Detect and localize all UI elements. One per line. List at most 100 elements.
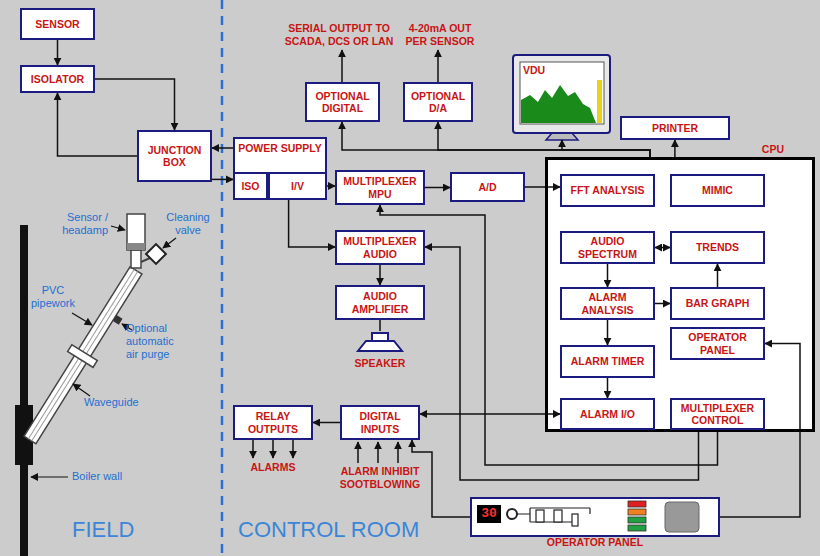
node-text: ISO [241,180,259,192]
node-text: OPTIONAL DIGITAL [310,90,375,114]
node-text: BAR GRAPH [686,297,750,309]
monitor [513,55,610,133]
operator-panel-face [470,497,720,537]
node-text: POWER SUPPLY [235,142,325,154]
node-text: MULTIPLEXER AUDIO [340,235,420,259]
connector [379,320,381,331]
air-purge [113,315,123,325]
node-text: A/D [478,181,496,193]
signal-arrow [377,442,379,463]
process-box: ALARM I/O [560,398,655,430]
process-box: TRENDS [670,231,765,264]
connector [412,440,470,517]
process-box: RELAY OUTPUTS [233,405,313,440]
node-text: FFT ANALYSIS [571,184,645,196]
operator-panel-face [517,508,590,522]
monitor [513,55,610,140]
node-text: I/V [291,180,304,192]
waveguide-pipe [68,345,98,368]
connector [562,140,650,157]
cleaning-valve [141,244,166,264]
connector [607,320,609,345]
connector [607,378,609,398]
process-box: AUDIO SPECTRUM [560,231,655,264]
output-note: SERIAL OUTPUT TO SCADA, DCS OR LAN [280,22,398,47]
air-purge [113,315,123,325]
leader-arrow [111,226,125,230]
connector [438,122,650,157]
process-box: SENSOR [20,8,95,40]
node-text: SENSOR [35,18,79,30]
output-note: 4-20mA OUT PER SENSOR [400,22,480,47]
connector [95,79,175,130]
process-box: AUDIO AMPLIFIER [335,285,425,320]
node-text: JUNCTION BOX [142,144,207,168]
sensor-headamp [127,214,145,268]
process-box: A/D [450,172,525,202]
operator-panel-face [572,514,578,526]
part-label: Boiler wall [72,470,142,483]
connector [425,247,699,480]
process-box: ISO [233,172,268,200]
process-box: FFT ANALYSIS [560,174,655,207]
boiler-wall [15,225,33,556]
node-text: ALARM I/O [580,408,635,420]
cpu-frame: CPUFFT ANALYSISMIMICAUDIO SPECTRUMTRENDS… [545,157,815,432]
connector [607,264,609,287]
node-text: RELAY OUTPUTS [238,410,308,434]
speaker-symbol [358,333,402,351]
process-box: MULTIPLEXER CONTROL [670,398,765,430]
part-label: PVC pipework [22,284,84,310]
signal-arrow [357,442,359,463]
node-text: DIGITAL INPUTS [345,410,415,434]
display-reading: 30 [477,505,501,523]
leader-arrow [163,238,176,248]
connector [57,40,59,65]
process-box: OPTIONAL D/A [403,82,473,122]
connector [379,265,381,285]
process-box: ALARM TIMER [560,345,655,378]
connector [655,247,670,249]
divider-line [221,0,224,556]
operator-panel-face [507,509,517,519]
connector [327,185,335,187]
monitor [546,133,578,140]
waveguide-pipe [32,271,138,441]
operator-panel-face [628,517,646,523]
divider-line [222,0,223,556]
operator-panel-face [477,505,501,523]
operator-panel-face [628,525,646,531]
cleaning-valve [146,244,166,264]
operator-panel-face [536,510,544,522]
part-label: Sensor / headamp [30,211,108,237]
box-ground [233,137,815,432]
monitor: VDU [513,55,610,140]
speaker-symbol [372,333,388,341]
connector [212,147,233,149]
connector [342,122,650,157]
node-text: MULTIPLEXER MPU [340,175,420,199]
operator-panel-face [470,497,720,537]
node-text: ISOLATOR [31,73,84,85]
connector [58,93,138,156]
node-text: TRENDS [696,241,739,253]
node-text: OPERATOR PANEL [472,536,718,548]
box-ground [233,137,327,200]
speaker-symbol [358,341,402,351]
process-box: OPERATOR PANEL [670,327,765,360]
box-ground [545,157,815,432]
part-label: Optional automatic air purge [126,322,188,362]
process-box: MULTIPLEXER MPU [335,170,425,205]
process-box: ALARM ANALYSIS [560,287,655,320]
part-label: Cleaning valve [158,211,218,237]
node-text: SPEAKER [340,357,420,369]
leader-arrow [31,476,68,477]
node-text: CPU [762,143,784,155]
node-text: VDU [523,64,545,76]
sensor-headamp [127,214,145,250]
operator-panel: OPERATOR PANEL [470,497,720,537]
alarm-note: ALARMS [233,461,313,474]
operator-panel-face [628,509,646,515]
leader-arrow [72,313,92,325]
